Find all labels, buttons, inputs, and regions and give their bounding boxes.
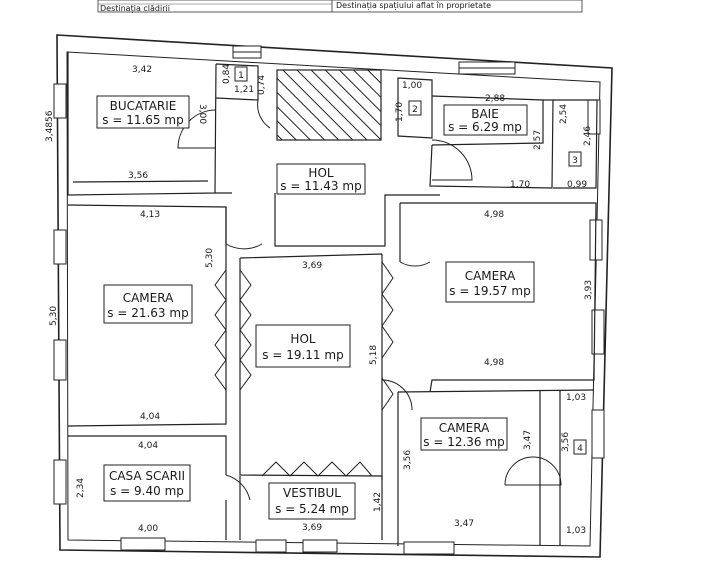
room-area-hol-top: s = 11.43 mp	[280, 179, 361, 193]
space-number-2: 2	[412, 105, 418, 115]
dim-label: 2,34	[76, 478, 86, 498]
room-area-camera-small: s = 12.36 mp	[423, 435, 504, 449]
dim-label: 4,13	[140, 210, 160, 220]
dim-label: 0,99	[567, 180, 587, 190]
space-numbers: 1 2 3 4	[234, 66, 587, 455]
dim-label: 3,56	[561, 432, 571, 452]
dim-label: 1,70	[510, 180, 530, 190]
dim-label: 3,56	[403, 450, 413, 470]
header-right-caption: Destinația spațiului aflat în proprietat…	[336, 1, 491, 11]
dimension-labels: 3,42 3,4856 3,56 3,00 0,84 1,21 0,74 1,0…	[45, 64, 594, 536]
dim-label: 1,03	[566, 526, 586, 536]
dim-label: 3,56	[128, 171, 148, 181]
dim-label: 4,04	[140, 412, 160, 422]
room-name-baie: BAIE	[471, 107, 499, 121]
dim-label: 2,46	[583, 126, 593, 146]
room-area-camera-right: s = 19.57 mp	[449, 284, 530, 298]
space-number-4: 4	[577, 444, 583, 454]
room-labels	[96, 95, 535, 520]
room-name-camera-left: CAMERA	[123, 291, 174, 305]
room-name-hol-top: HOL	[308, 166, 333, 180]
header-form: Destinația clădirii Destinația spațiului…	[97, 0, 583, 14]
space-number-3: 3	[572, 156, 578, 166]
dim-label: 2,57	[533, 130, 543, 150]
dim-label: 1,21	[234, 85, 254, 95]
room-area-baie: s = 6.29 mp	[448, 120, 522, 134]
dim-label: 2,88	[485, 94, 505, 104]
room-name-hol-center: HOL	[290, 332, 315, 346]
room-area-casa-scarii: s = 9.40 mp	[110, 484, 184, 498]
room-name-camera-right: CAMERA	[465, 269, 516, 283]
dim-label: 3,47	[523, 430, 533, 450]
dim-label: 0,84	[222, 64, 232, 84]
room-name-bucatarie: BUCATARIE	[110, 99, 177, 113]
room-area-bucatarie: s = 11.65 mp	[102, 113, 183, 127]
dim-label: 1,70	[395, 102, 405, 122]
dim-label: 4,98	[484, 210, 504, 220]
dim-label: 1,42	[373, 492, 383, 512]
room-names: BUCATARIE s = 11.65 mp BAIE s = 6.29 mp …	[102, 99, 530, 516]
dim-label: 4,04	[138, 441, 158, 451]
room-area-camera-left: s = 21.63 mp	[107, 306, 188, 320]
dim-label: 3,69	[302, 523, 322, 533]
dim-label: 3,69	[302, 261, 322, 271]
dim-label: 3,4856	[45, 110, 55, 142]
room-name-camera-small: CAMERA	[439, 421, 490, 435]
dim-label: 3,42	[132, 65, 152, 75]
room-name-casa-scarii: CASA SCARII	[109, 469, 185, 483]
interior-walls	[67, 52, 598, 546]
dim-label: 4,98	[484, 358, 504, 368]
dim-label: 5,18	[369, 345, 379, 365]
dim-label: 5,30	[49, 306, 59, 326]
room-name-vestibul: VESTIBUL	[283, 486, 341, 500]
dim-label: 1,03	[566, 393, 586, 403]
dim-label: 4,00	[138, 524, 158, 534]
dim-label: 1,00	[402, 81, 422, 91]
dim-label: 3,00	[197, 104, 207, 124]
dim-label: 3,93	[584, 280, 594, 300]
header-left-caption: Destinația clădirii	[100, 4, 170, 14]
dim-label: 0,74	[257, 75, 267, 95]
room-area-hol-center: s = 19.11 mp	[262, 348, 343, 362]
dim-label: 5,30	[205, 248, 215, 268]
dim-label: 2,54	[559, 104, 569, 124]
space-number-1: 1	[238, 71, 244, 81]
room-area-vestibul: s = 5.24 mp	[275, 502, 349, 516]
dim-label: 3,47	[454, 519, 474, 529]
